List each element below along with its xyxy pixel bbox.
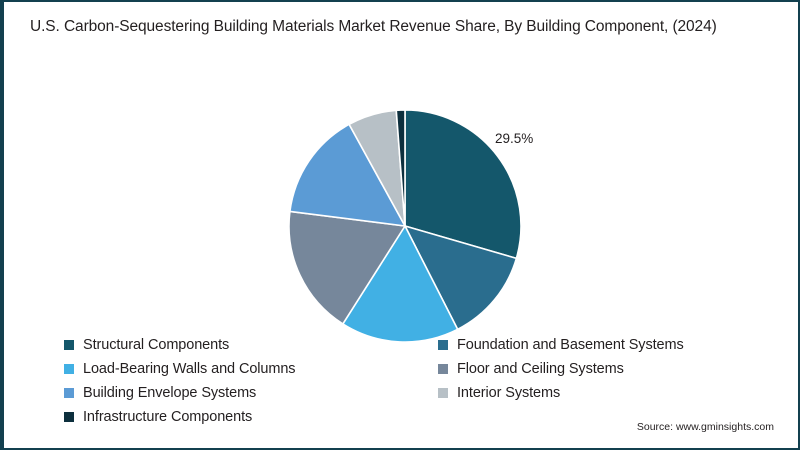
legend-item[interactable]: Floor and Ceiling Systems [438,357,684,381]
pie-slice [288,210,406,325]
legend-swatch-icon [64,388,74,398]
frame-border-top [0,0,800,2]
legend-item-label: Floor and Ceiling Systems [457,361,624,377]
legend-item[interactable]: Foundation and Basement Systems [438,333,684,357]
legend-swatch-icon [438,364,448,374]
chart-title: U.S. Carbon-Sequestering Building Materi… [30,18,717,35]
pie-slice [289,123,406,227]
pie-slice-group [288,109,522,343]
legend-swatch-icon [438,388,448,398]
slice-value-label: 29.5% [495,131,534,146]
legend-item[interactable]: Infrastructure Components [64,405,295,429]
legend-item[interactable]: Load-Bearing Walls and Columns [64,357,296,381]
legend-item[interactable]: Structural Components [64,333,295,357]
pie-slice [342,225,459,343]
legend-swatch-icon [64,364,74,374]
frame-border-bottom [0,448,800,450]
legend-item-label: Structural Components [83,337,230,353]
legend-swatch-icon [438,340,448,350]
source-attribution: Source: www.gminsights.com [636,421,774,433]
legend-item-label: Interior Systems [457,385,561,401]
legend-item-label: Building Envelope Systems [83,385,257,401]
pie-slice [404,225,518,331]
legend-item[interactable]: Building Envelope Systems [64,381,295,405]
legend-item[interactable]: Interior Systems [438,381,684,405]
pie-slice [395,109,406,227]
legend-item-label: Foundation and Basement Systems [457,337,684,353]
legend-swatch-icon [64,412,74,422]
pie-slice [348,109,406,227]
frame-border-right [798,0,800,450]
legend-item-label: Infrastructure Components [83,409,253,425]
frame-border-left [0,0,4,450]
legend-swatch-icon [64,340,74,350]
legend-item-label: Load-Bearing Walls and Columns [83,361,296,377]
